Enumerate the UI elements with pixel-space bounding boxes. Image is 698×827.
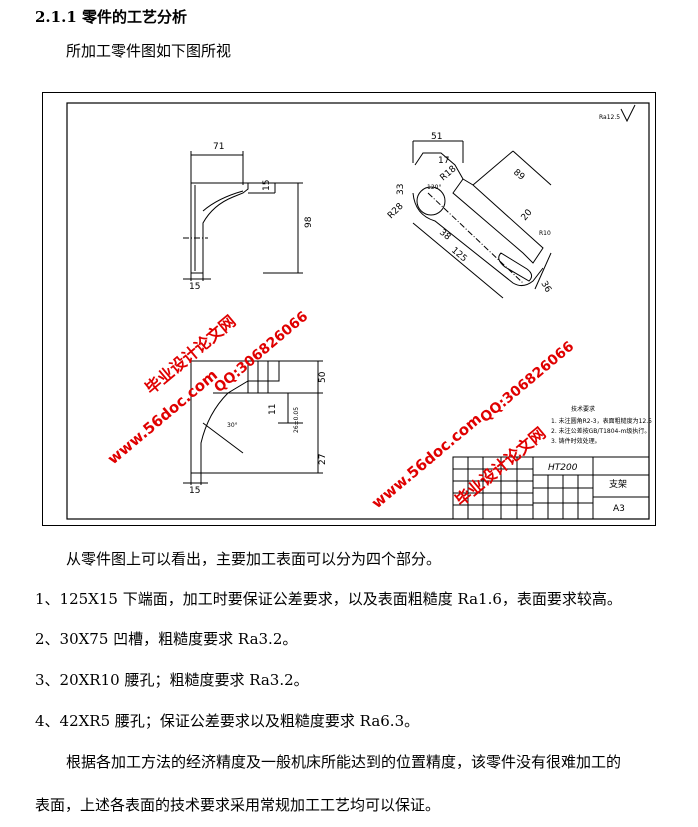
body-paragraph-1: 从零件图上可以看出，主要加工表面可以分为四个部分。 xyxy=(66,550,442,568)
conclusion-line-2: 表面，上述各表面的技术要求采用常规加工工艺均可以保证。 xyxy=(35,796,441,814)
dim-11: 11 xyxy=(268,404,278,415)
dim-98: 98 xyxy=(304,216,314,228)
intro-text: 所加工零件图如下图所视 xyxy=(66,42,232,60)
dim-r10: R10 xyxy=(539,230,551,237)
dim-38: 38 xyxy=(437,228,452,243)
note-1: 1. 未注圆角R2-3，表面粗糙度为12.5 xyxy=(551,417,652,425)
requirement-item-3: 3、20XR10 腰孔；粗糙度要求 Ra3.2。 xyxy=(35,671,309,689)
engineering-drawing: Ra12.5 71 15 98 15 xyxy=(42,92,656,526)
dim-15a: 15 xyxy=(262,180,272,191)
dim-17: 17 xyxy=(438,156,449,166)
part-name: 支架 xyxy=(609,478,627,490)
dim-36: 36 xyxy=(538,280,553,295)
conclusion-line-1: 根据各加工方法的经济精度及一般机床所能达到的位置精度，该零件没有很难加工的 xyxy=(66,753,622,771)
dim-30deg: 30° xyxy=(227,422,238,429)
dim-26: 26±0.05 xyxy=(293,407,300,433)
dim-15c: 15 xyxy=(189,486,200,496)
dim-20: 20 xyxy=(520,208,535,223)
dim-r28: R28 xyxy=(386,201,406,221)
notes-title: 技术要求 xyxy=(571,405,595,413)
side-view xyxy=(183,360,323,485)
dim-120: 120° xyxy=(427,184,441,191)
dim-50: 50 xyxy=(318,371,328,383)
dim-71: 71 xyxy=(213,142,224,152)
front-view xyxy=(183,151,303,281)
dim-15b: 15 xyxy=(189,282,200,292)
dim-89: 89 xyxy=(511,168,526,183)
note-2: 2. 未注公差按GB/T1804-m级执行。 xyxy=(551,427,650,435)
requirement-item-4: 4、42XR5 腰孔；保证公差要求以及粗糙度要求 Ra6.3。 xyxy=(35,712,420,730)
roughness-symbol xyxy=(620,104,636,123)
note-3: 3. 铸件时效处理。 xyxy=(551,437,601,445)
requirement-item-2: 2、30X75 凹槽，粗糙度要求 Ra3.2。 xyxy=(35,630,298,648)
drawing-canvas: Ra12.5 71 15 98 15 xyxy=(66,102,652,520)
roughness-label: Ra12.5 xyxy=(599,114,620,121)
dim-51: 51 xyxy=(431,132,442,142)
dim-27: 27 xyxy=(318,454,328,465)
watermark-qq-2: QQ:306826066 xyxy=(477,339,577,427)
sheet-size: A3 xyxy=(613,504,625,514)
section-heading: 2.1.1 零件的工艺分析 xyxy=(35,8,187,26)
material-label: HT200 xyxy=(548,463,578,473)
title-block xyxy=(452,456,650,520)
dim-33: 33 xyxy=(396,184,406,195)
angled-view xyxy=(412,140,552,299)
requirement-item-1: 1、125X15 下端面，加工时要保证公差要求，以及表面粗糙度 Ra1.6，表面… xyxy=(35,590,622,608)
drawing-frame xyxy=(66,102,650,520)
